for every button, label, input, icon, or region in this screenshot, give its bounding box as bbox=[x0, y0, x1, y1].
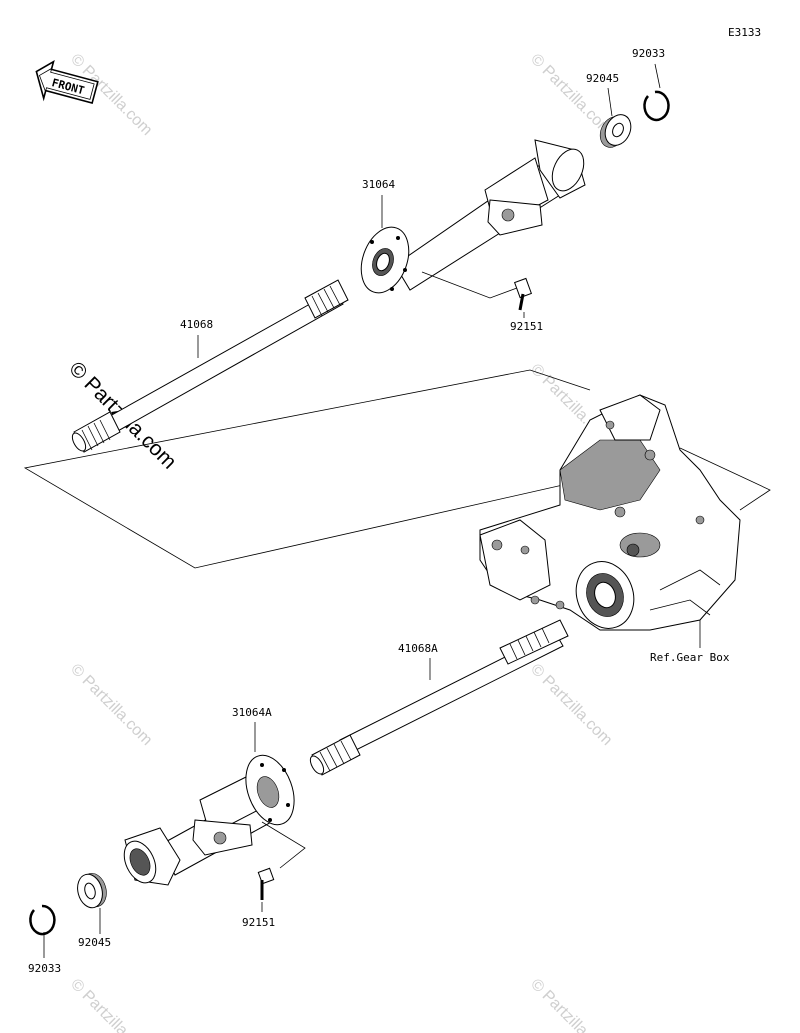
axle-housing-31064: 31064 bbox=[360, 139, 586, 294]
ref-gear-box-label: Ref.Gear Box bbox=[650, 651, 730, 664]
svg-text:41068: 41068 bbox=[180, 318, 213, 331]
front-arrow-icon: FRONT bbox=[35, 59, 99, 105]
axle-shaft-41068A: 41068A bbox=[309, 619, 569, 776]
svg-text:41068A: 41068A bbox=[398, 642, 438, 655]
svg-text:31064: 31064 bbox=[362, 178, 395, 191]
reference-outline-right bbox=[679, 447, 771, 511]
axle-housing-31064A: 31064A bbox=[123, 706, 295, 886]
svg-text:92033: 92033 bbox=[28, 962, 61, 975]
svg-text:92033: 92033 bbox=[632, 47, 665, 60]
circlip-92033-top: 92033 bbox=[632, 47, 670, 122]
svg-text:92045: 92045 bbox=[78, 936, 111, 949]
watermark-faint: © Partzilla.com bbox=[67, 976, 155, 1033]
bearing-92045-bottom: 92045 bbox=[77, 872, 111, 949]
watermark-faint: © Partzilla.com bbox=[527, 976, 615, 1033]
reference-outline bbox=[23, 369, 591, 569]
watermark-faint: © Partzilla.com bbox=[527, 661, 615, 749]
watermark-faint: © Partzilla.com bbox=[67, 661, 155, 749]
svg-text:92151: 92151 bbox=[242, 916, 275, 929]
svg-text:31064A: 31064A bbox=[232, 706, 272, 719]
bearing-92045-top: 92045 bbox=[586, 72, 632, 148]
circlip-92033-bottom: 92033 bbox=[28, 904, 61, 975]
bolt-92151-top: 92151 bbox=[421, 271, 543, 333]
watermark-faint: © Partzilla.com bbox=[527, 51, 615, 139]
diagram-code: E3133 bbox=[728, 26, 761, 39]
svg-text:92151: 92151 bbox=[510, 320, 543, 333]
gear-box-reference: Ref.Gear Box bbox=[479, 394, 741, 664]
svg-text:92045: 92045 bbox=[586, 72, 619, 85]
bolt-92151-bottom: 92151 bbox=[242, 821, 306, 929]
axle-shaft-41068: 41068 bbox=[71, 279, 349, 453]
